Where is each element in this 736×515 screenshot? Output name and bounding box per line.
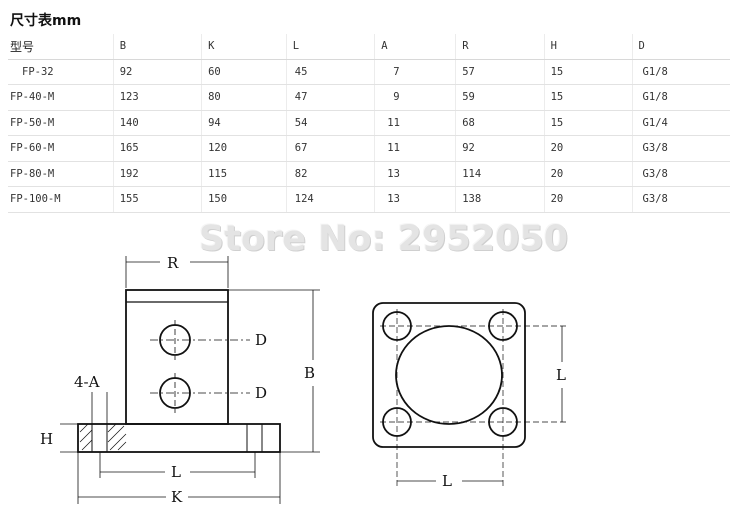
cell: G1/8: [632, 59, 730, 85]
cell: 15: [544, 59, 633, 85]
cell-model: FP-32: [8, 59, 114, 85]
cell: 67: [286, 135, 376, 162]
cell: 114: [455, 161, 545, 187]
cell: 20: [544, 135, 633, 162]
cell: 94: [201, 110, 287, 136]
cell-model: FP-100-M: [8, 186, 114, 213]
cell-model: FP-50-M: [8, 110, 114, 136]
cell: G3/8: [632, 161, 730, 187]
cell: 124: [286, 186, 376, 213]
front-view: [60, 256, 320, 504]
cell: 140: [113, 110, 203, 136]
label-b: B: [304, 364, 315, 382]
label-r: R: [167, 254, 179, 272]
cell: 60: [201, 59, 287, 85]
cell: 15: [544, 84, 633, 111]
cell: 45: [286, 59, 376, 85]
cell-model: FP-60-M: [8, 135, 114, 162]
cell: 11: [374, 135, 457, 162]
label-d-upper: D: [255, 331, 267, 349]
table-row: FP-80-M 192 115 82 13 114 20 G3/8: [8, 161, 730, 187]
store-watermark: Store No: 2952050: [199, 219, 569, 259]
table-header-row: 型号 B K L A R H D: [8, 34, 730, 60]
label-d-lower: D: [255, 384, 267, 402]
mount-hole-top-left: [382, 311, 412, 341]
cell: 13: [374, 161, 457, 187]
cell: G1/4: [632, 110, 730, 136]
cell: G3/8: [632, 135, 730, 162]
table-row: FP-60-M 165 120 67 11 92 20 G3/8: [8, 135, 730, 162]
header-k: K: [201, 34, 287, 60]
cell: 138: [455, 186, 545, 213]
table-row: FP-40-M 123 80 47 9 59 15 G1/8: [8, 84, 730, 111]
label-k: K: [171, 488, 183, 506]
cell: 80: [201, 84, 287, 111]
label-l-front: L: [171, 463, 181, 481]
top-view: [372, 302, 568, 488]
cell: 92: [455, 135, 545, 162]
table-row: FP-50-M 140 94 54 11 68 15 G1/4: [8, 110, 730, 136]
cell: 68: [455, 110, 545, 136]
cell: 192: [113, 161, 203, 187]
header-d: D: [632, 34, 730, 60]
header-h: H: [544, 34, 633, 60]
header-r: R: [455, 34, 545, 60]
cell: 7: [374, 59, 457, 85]
cell: 20: [544, 161, 633, 187]
cell: 165: [113, 135, 203, 162]
table-title: 尺寸表mm: [10, 13, 82, 29]
header-a: A: [374, 34, 457, 60]
cell: 13: [374, 186, 457, 213]
cell: 20: [544, 186, 633, 213]
header-model: 型号: [8, 34, 114, 60]
label-l-bottom: L: [442, 472, 452, 490]
cell: 92: [113, 59, 203, 85]
cell: 82: [286, 161, 376, 187]
cell: 9: [374, 84, 457, 111]
cell: 123: [113, 84, 203, 111]
cell: 120: [201, 135, 287, 162]
cell: 47: [286, 84, 376, 111]
cell: 115: [201, 161, 287, 187]
cell: 15: [544, 110, 633, 136]
dimension-table: 型号 B K L A R H D FP-32 92 60 45 7 57 15 …: [8, 34, 730, 213]
cell: G3/8: [632, 186, 730, 213]
cell: 54: [286, 110, 376, 136]
table-row: FP-100-M 155 150 124 13 138 20 G3/8: [8, 186, 730, 213]
cell: 150: [201, 186, 287, 213]
table-row: FP-32 92 60 45 7 57 15 G1/8: [8, 59, 730, 85]
label-4a: 4-A: [74, 373, 100, 391]
cell: G1/8: [632, 84, 730, 111]
cell-model: FP-80-M: [8, 161, 114, 187]
header-l: L: [286, 34, 376, 60]
cell: 155: [113, 186, 203, 213]
header-b: B: [113, 34, 203, 60]
cell: 59: [455, 84, 545, 111]
cell: 57: [455, 59, 545, 85]
cell-model: FP-40-M: [8, 84, 114, 111]
label-l-side: L: [556, 366, 566, 384]
center-bore-circle: [395, 325, 503, 425]
cell: 11: [374, 110, 457, 136]
label-h: H: [40, 430, 53, 448]
